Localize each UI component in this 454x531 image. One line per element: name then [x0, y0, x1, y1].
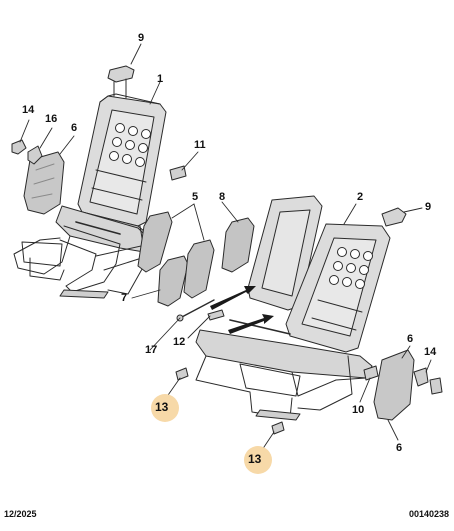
footer-reference: 00140238 [408, 509, 449, 519]
callout-2: 2 [357, 191, 364, 203]
right-headrest-guide [381, 207, 407, 227]
left-seat-base [13, 205, 151, 299]
callout-6-left: 6 [71, 122, 78, 134]
callout-7: 7 [121, 292, 128, 304]
right-small-parts [363, 365, 443, 395]
callout-10: 10 [352, 404, 365, 416]
callout-12: 12 [173, 336, 186, 348]
side-panel-part-5a [137, 211, 173, 273]
direction-arrows [210, 286, 274, 334]
cover-part-7 [157, 255, 189, 307]
callout-9-right: 9 [425, 201, 432, 213]
clip-parts-13 [175, 367, 285, 435]
right-side-cover [373, 349, 415, 421]
callout-8: 8 [219, 191, 226, 203]
callout-6-bottom: 6 [396, 442, 403, 454]
callout-5: 5 [192, 191, 199, 203]
highlight-circle-13b [244, 446, 272, 474]
side-panel-part-5b [183, 239, 215, 299]
callout-14-left: 14 [22, 104, 35, 116]
callout-9-left: 9 [138, 32, 145, 44]
callout-6-right: 6 [407, 333, 414, 345]
callout-17: 17 [145, 344, 158, 356]
callout-14-right: 14 [424, 346, 437, 358]
callout-1: 1 [157, 73, 164, 85]
left-side-cover [23, 151, 65, 215]
left-headrest-guide [107, 65, 135, 99]
pin-part-12 [207, 309, 225, 321]
footer-date: 12/2025 [4, 509, 37, 519]
right-backrest-holes [329, 247, 373, 289]
callout-11: 11 [194, 139, 206, 151]
left-backrest-holes [109, 123, 151, 167]
leader-lines [19, 43, 432, 451]
left-small-parts [11, 139, 43, 165]
callout-16: 16 [45, 113, 58, 125]
callout-13-left: 13 [155, 400, 169, 414]
right-seat-base [195, 319, 373, 421]
panel-part-8 [221, 217, 255, 273]
highlight-circle-13a [151, 394, 179, 422]
callout-13-right: 13 [248, 452, 262, 466]
